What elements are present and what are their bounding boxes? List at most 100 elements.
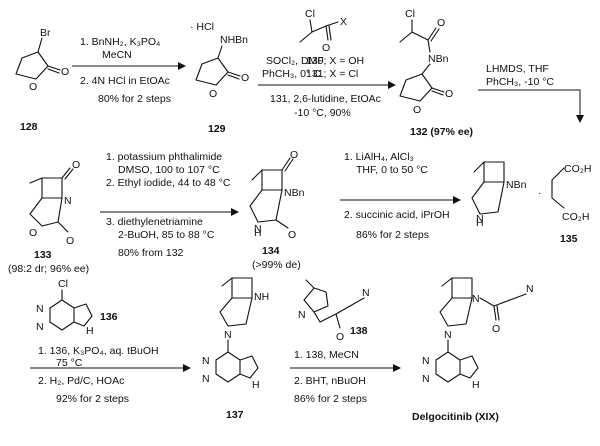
label-129: 129 [208, 123, 226, 135]
svg-text:N: N [36, 303, 44, 315]
svg-text:MeCN: MeCN [102, 49, 132, 61]
svg-text:O: O [288, 229, 296, 241]
svg-text:O: O [290, 149, 298, 161]
svg-text:86% for 2 steps: 86% for 2 steps [356, 229, 429, 241]
svg-text:131; X = Cl: 131; X = Cl [306, 68, 358, 80]
svg-text:X: X [340, 16, 347, 28]
svg-text:Br: Br [40, 27, 51, 39]
selectivity-134: (>99% de) [252, 259, 301, 271]
svg-text:1. potassium phthalimide: 1. potassium phthalimide [106, 151, 222, 163]
compound-128: Br O O 128 [15, 27, 69, 133]
label-138: 138 [350, 325, 368, 337]
svg-text:2. H₂, Pd/C, HOAc: 2. H₂, Pd/C, HOAc [38, 375, 124, 387]
svg-text:75 °C: 75 °C [56, 357, 83, 369]
svg-text:CO₂H: CO₂H [562, 211, 589, 223]
svg-text:N: N [254, 223, 262, 235]
svg-text:DMSO, 100 to 107 °C: DMSO, 100 to 107 °C [118, 164, 220, 176]
label-135: 135 [560, 233, 578, 245]
svg-text:Cl: Cl [58, 278, 68, 290]
svg-text:NBn: NBn [506, 179, 527, 191]
svg-text:N: N [422, 355, 430, 367]
svg-text:·: · [538, 187, 542, 199]
label-132: 132 (97% ee) [410, 126, 473, 138]
label-134: 134 [262, 245, 280, 257]
label-128: 128 [20, 121, 38, 133]
svg-text:1. 138, MeCN: 1. 138, MeCN [294, 349, 359, 361]
label-136: 136 [100, 311, 118, 323]
svg-text:O: O [336, 331, 344, 343]
compound-delgocitinib: N O N N N N H Delgocitinib (XIX) [412, 277, 534, 423]
svg-text:N: N [444, 329, 452, 341]
svg-text:-10 °C, 90%: -10 °C, 90% [294, 107, 351, 119]
svg-text:O: O [437, 17, 445, 29]
svg-text:N: N [472, 293, 480, 305]
svg-text:O: O [492, 323, 500, 335]
compound-134: O NBn H N O 134 (>99% de) [249, 149, 305, 271]
svg-text:CO₂H: CO₂H [564, 163, 591, 175]
svg-text:1. 136, K₃PO₄, aq. tBuOH: 1. 136, K₃PO₄, aq. tBuOH [38, 345, 159, 357]
svg-text:2. Ethyl iodide, 44 to 48 °C: 2. Ethyl iodide, 44 to 48 °C [106, 177, 231, 189]
svg-text:H: H [254, 227, 262, 239]
svg-text:N: N [64, 195, 72, 207]
compound-133: O N O O 133 (98:2 dr; 96% ee) [8, 159, 89, 275]
svg-text:N: N [298, 309, 306, 321]
svg-text:N: N [476, 213, 484, 225]
svg-text:LHMDS, THF: LHMDS, THF [486, 63, 549, 75]
svg-text:· HCl: · HCl [190, 21, 214, 33]
svg-text:2. BHT, nBuOH: 2. BHT, nBuOH [294, 375, 366, 387]
svg-text:86% for 2 steps: 86% for 2 steps [294, 393, 367, 405]
label-137: 137 [226, 409, 244, 421]
svg-text:NHBn: NHBn [220, 34, 248, 46]
compound-138: N O N 138 [298, 279, 370, 343]
svg-text:N: N [526, 283, 534, 295]
label-133: 133 [34, 249, 52, 261]
compound-136: Cl N N H 136 [36, 278, 118, 337]
svg-text:O: O [445, 88, 453, 100]
svg-text:80% for 2 steps: 80% for 2 steps [98, 93, 171, 105]
svg-text:Cl: Cl [305, 8, 315, 20]
svg-text:O: O [61, 66, 69, 78]
svg-text:H: H [472, 379, 480, 391]
svg-text:THF, 0 to 50 °C: THF, 0 to 50 °C [356, 164, 428, 176]
svg-text:N: N [202, 373, 210, 385]
compound-130-131: Cl O X 130; X = OH 131; X = Cl [299, 8, 364, 80]
compound-132: Cl O NBn O O 132 (97% ee) [399, 8, 473, 138]
svg-text:H: H [252, 379, 260, 391]
svg-text:O: O [66, 235, 74, 247]
svg-text:O: O [209, 88, 217, 100]
svg-text:N: N [422, 373, 430, 385]
svg-text:N: N [362, 287, 370, 299]
compound-129: · HCl NHBn O O 129 [190, 21, 249, 135]
selectivity-133: (98:2 dr; 96% ee) [8, 263, 89, 275]
svg-text:N: N [36, 321, 44, 333]
svg-text:O: O [322, 42, 330, 54]
svg-text:SOCl₂, DMF: SOCl₂, DMF [266, 55, 324, 67]
svg-text:2. succinic acid, iPrOH: 2. succinic acid, iPrOH [344, 209, 450, 221]
svg-text:2. 4N HCl in EtOAc: 2. 4N HCl in EtOAc [80, 75, 170, 87]
svg-text:N: N [202, 355, 210, 367]
svg-text:80% from 132: 80% from 132 [118, 247, 184, 259]
svg-text:PhCH₃, -10 °C: PhCH₃, -10 °C [486, 76, 554, 88]
svg-text:O: O [72, 159, 80, 171]
svg-text:H: H [86, 325, 94, 337]
svg-text:130; X = OH: 130; X = OH [306, 55, 364, 67]
svg-text:O: O [29, 227, 37, 239]
svg-text:NBn: NBn [428, 53, 449, 65]
svg-text:O: O [241, 72, 249, 84]
svg-text:O: O [413, 104, 421, 116]
svg-text:NH: NH [254, 291, 269, 303]
svg-text:H: H [476, 217, 484, 229]
svg-text:Cl: Cl [405, 8, 415, 20]
svg-text:3. diethylenetriamine: 3. diethylenetriamine [106, 216, 203, 228]
arrow-step3 [478, 89, 584, 123]
svg-text:NBn: NBn [284, 187, 305, 199]
svg-text:92% for 2 steps: 92% for 2 steps [56, 393, 129, 405]
svg-text:1. LiAlH₄, AlCl₃: 1. LiAlH₄, AlCl₃ [344, 151, 414, 163]
label-delgocitinib: Delgocitinib (XIX) [412, 411, 499, 423]
svg-text:131, 2,6-lutidine, EtOAc: 131, 2,6-lutidine, EtOAc [270, 93, 381, 105]
svg-text:1. BnNH₂, K₃PO₄: 1. BnNH₂, K₃PO₄ [80, 36, 160, 48]
svg-text:N: N [224, 329, 232, 341]
svg-text:O: O [29, 81, 37, 93]
